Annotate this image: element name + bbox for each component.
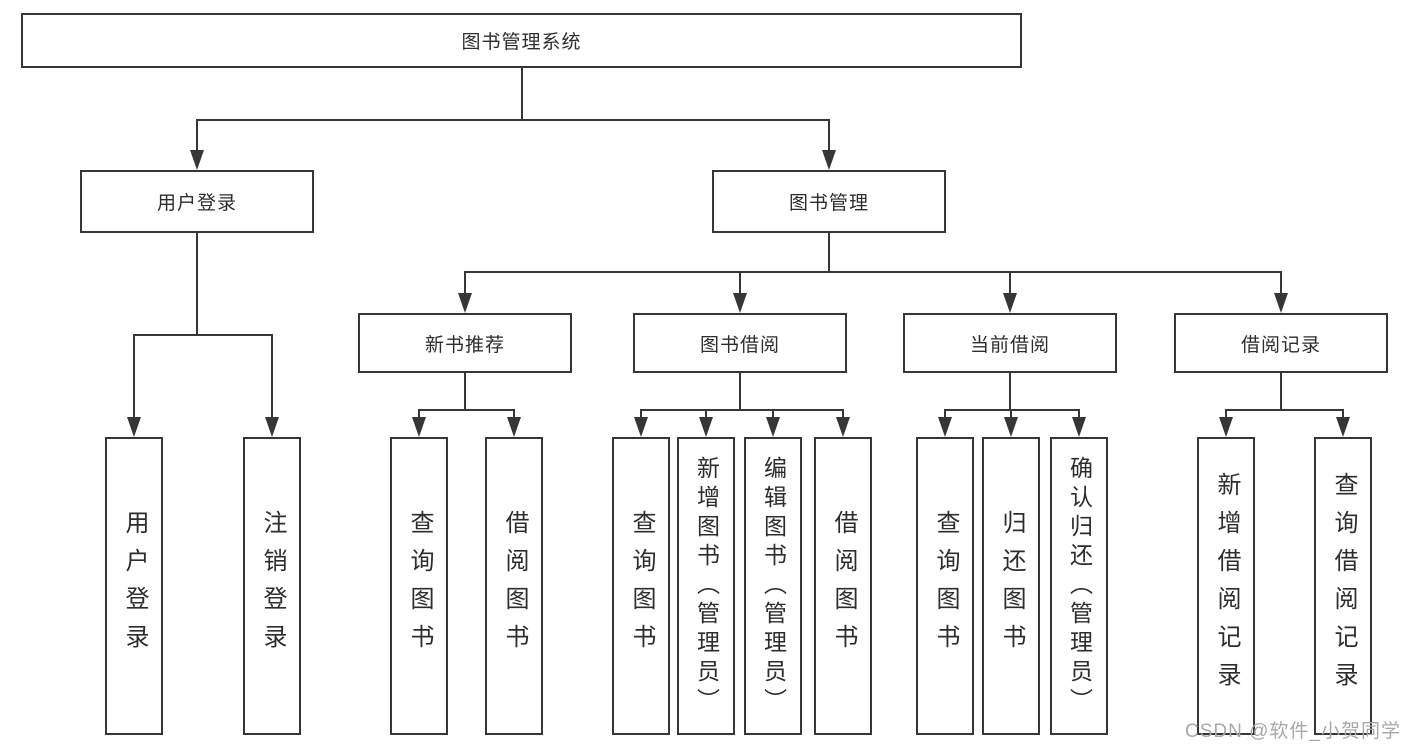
leaf-borrow-books-recommend: 借阅图书 bbox=[485, 437, 543, 735]
node-library-system: 图书管理系统 bbox=[21, 13, 1022, 68]
node-current-borrow: 当前借阅 bbox=[903, 313, 1117, 373]
csdn-watermark: CSDN @软件_小贺同学 bbox=[1185, 721, 1401, 742]
leaf-user-login: 用户登录 bbox=[105, 437, 163, 735]
leaf-borrow-books: 借阅图书 bbox=[814, 437, 872, 735]
leaf-query-books-borrow: 查询图书 bbox=[612, 437, 670, 735]
leaf-query-books-recommend: 查询图书 bbox=[390, 437, 448, 735]
node-book-borrow: 图书借阅 bbox=[633, 313, 847, 373]
leaf-edit-books-admin: 编辑图书（管理员） bbox=[744, 437, 802, 735]
leaf-confirm-return-admin: 确认归还（管理员） bbox=[1050, 437, 1108, 735]
leaf-add-books-admin: 新增图书（管理员） bbox=[677, 437, 735, 735]
leaf-return-books: 归还图书 bbox=[982, 437, 1040, 735]
leaf-query-borrow-record: 查询借阅记录 bbox=[1314, 437, 1372, 735]
leaf-add-borrow-record: 新增借阅记录 bbox=[1197, 437, 1255, 735]
node-borrow-records: 借阅记录 bbox=[1174, 313, 1388, 373]
node-user-login: 用户登录 bbox=[80, 170, 314, 233]
leaf-query-books-current: 查询图书 bbox=[916, 437, 974, 735]
leaf-logout: 注销登录 bbox=[243, 437, 301, 735]
node-new-book-recommend: 新书推荐 bbox=[358, 313, 572, 373]
node-book-management: 图书管理 bbox=[712, 170, 946, 233]
